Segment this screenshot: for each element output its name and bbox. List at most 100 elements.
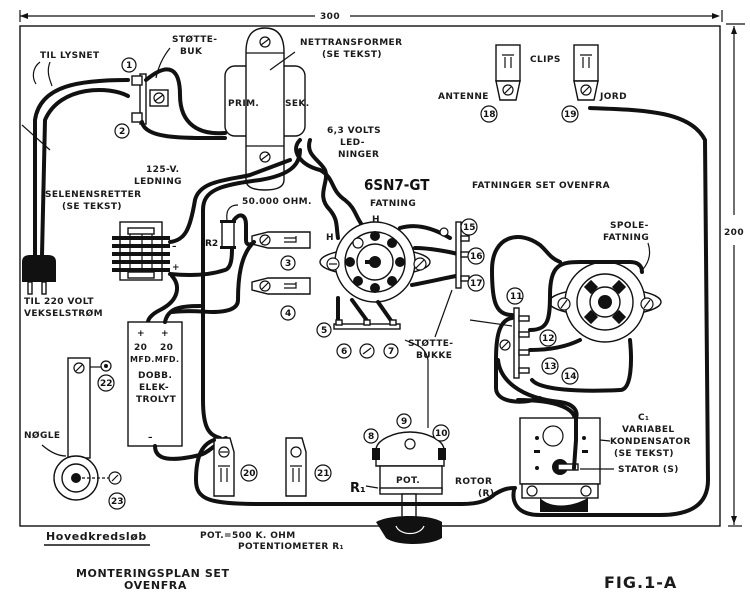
label-125v-2: LEDNING [134,177,182,187]
lug-21 [285,437,307,497]
label-pot: POT. [396,476,420,486]
antenna-clip [495,44,521,101]
svg-text:19: 19 [564,110,577,120]
cap-minus: – [148,433,153,443]
svg-text:7: 7 [388,347,394,357]
svg-text:1: 1 [126,61,132,71]
label-stottebuk-2: BUK [180,47,203,57]
variable-capacitor-c1 [519,417,601,512]
label-stottebukke-1: STØTTE- [408,338,453,349]
label-stottebuk-1: STØTTE- [172,34,217,45]
label-50000-ohm: 50.000 OHM. [242,197,312,207]
terminal-strip-3 [251,231,311,249]
svg-text:13: 13 [544,362,557,372]
support-strip-11-14 [499,307,530,379]
terminal-10: 10 [432,424,450,442]
label-6v-3: NINGER [338,150,379,160]
label-tube-type: 6SN7-GT [364,176,430,194]
svg-text:2: 2 [119,127,125,137]
label-til-220-1: TIL 220 VOLT [24,297,94,307]
terminal-1: 1 [121,57,137,73]
label-jord: JORD [599,92,627,102]
terminal-11: 11 [506,287,524,305]
height-label: 200 [724,228,744,238]
terminal-6: 6 [336,343,352,359]
cap-plus-1: + [137,329,145,339]
chassis-outline [19,25,721,527]
support-strip-15-17 [439,221,470,289]
title-line-1: MONTERINGSPLAN SET [76,567,230,580]
label-kondensator: KONDENSATOR [610,437,691,447]
terminal-13: 13 [541,357,559,375]
svg-text:11: 11 [510,292,523,302]
svg-text:22: 22 [100,379,113,389]
cap-unit: MFD.MFD. [130,355,179,364]
terminal-numbers: 1 2 3 4 5 6 7 8 9 10 11 12 13 14 15 16 1… [97,57,579,510]
svg-text:3: 3 [285,259,291,269]
label-125v-1: 125-V. [146,165,180,175]
tube-socket-6sn7 [319,221,431,303]
svg-text:15: 15 [463,223,476,233]
label-nogle: NØGLE [24,430,60,441]
svg-text:14: 14 [564,372,577,382]
cap-value-1: 20 [134,343,147,353]
terminal-15: 15 [460,218,478,236]
label-stottebukke-2: BUKKE [416,351,452,361]
label-selenensretter-1: SELENENSRETTER [45,190,141,200]
label-antenne: ANTENNE [438,92,489,102]
svg-text:20: 20 [243,469,256,479]
resistor-r2 [220,220,236,249]
terminal-22: 22 [97,374,115,392]
power-cord [21,78,130,295]
svg-text:4: 4 [285,309,291,319]
electrolytic-capacitor: + + 20 20 MFD.MFD. DOBB. ELEK- TROLYT – [127,321,183,447]
svg-text:10: 10 [435,429,448,439]
dimension-width: 300 [19,10,723,22]
svg-text:6: 6 [341,347,347,357]
dimension-height: 200 [724,23,745,527]
label-prim: PRIM. [228,99,259,109]
label-plus: + [172,263,180,273]
support-strip-5-7 [333,319,401,330]
label-sek: SEK. [285,99,310,109]
label-transformer-2: (SE TEKST) [322,50,382,60]
potentiometer-r1: POT. [372,431,446,544]
svg-text:23: 23 [111,497,124,507]
note-line-2: POTENTIOMETER R₁ [238,542,344,552]
terminal-strip-4 [251,277,311,295]
svg-text:12: 12 [542,334,555,344]
label-r1: R₁ [350,481,366,496]
label-6v-1: 6,3 VOLTS [327,126,381,136]
label-6v-2: LED- [340,138,365,148]
terminal-14: 14 [561,367,579,385]
svg-text:5: 5 [321,326,327,336]
terminal-18: 18 [480,105,498,123]
terminal-20: 20 [240,464,258,482]
cap-elek: ELEK- [139,383,169,393]
terminal-7: 7 [383,343,399,359]
terminal-19: 19 [561,105,579,123]
terminal-8: 8 [363,428,379,444]
width-label: 300 [320,12,340,22]
label-spolefatning-1: SPOLE- [610,221,649,231]
cap-plus-2: + [161,329,169,339]
key-switch [53,357,122,501]
terminal-12: 12 [539,329,557,347]
ground-clip [573,44,599,101]
label-c1: C₁ [638,413,649,423]
label-stator: STATOR (S) [618,465,679,475]
label-minus: – [172,242,177,252]
cap-trolyt: TROLYT [136,395,177,405]
label-fatninger: FATNINGER SET OVENFRA [472,181,610,191]
terminal-4: 4 [280,305,296,321]
svg-text:9: 9 [401,417,407,427]
label-heater-h2: H [326,233,334,243]
selenium-rectifier [112,221,170,281]
label-spolefatning-2: FATNING [603,233,649,243]
label-tube-fatning: FATNING [370,199,416,209]
terminal-17: 17 [467,274,485,292]
svg-text:8: 8 [368,432,374,442]
support-bracket [131,73,169,125]
cap-dobb: DOBB. [138,371,172,381]
terminal-21: 21 [314,464,332,482]
